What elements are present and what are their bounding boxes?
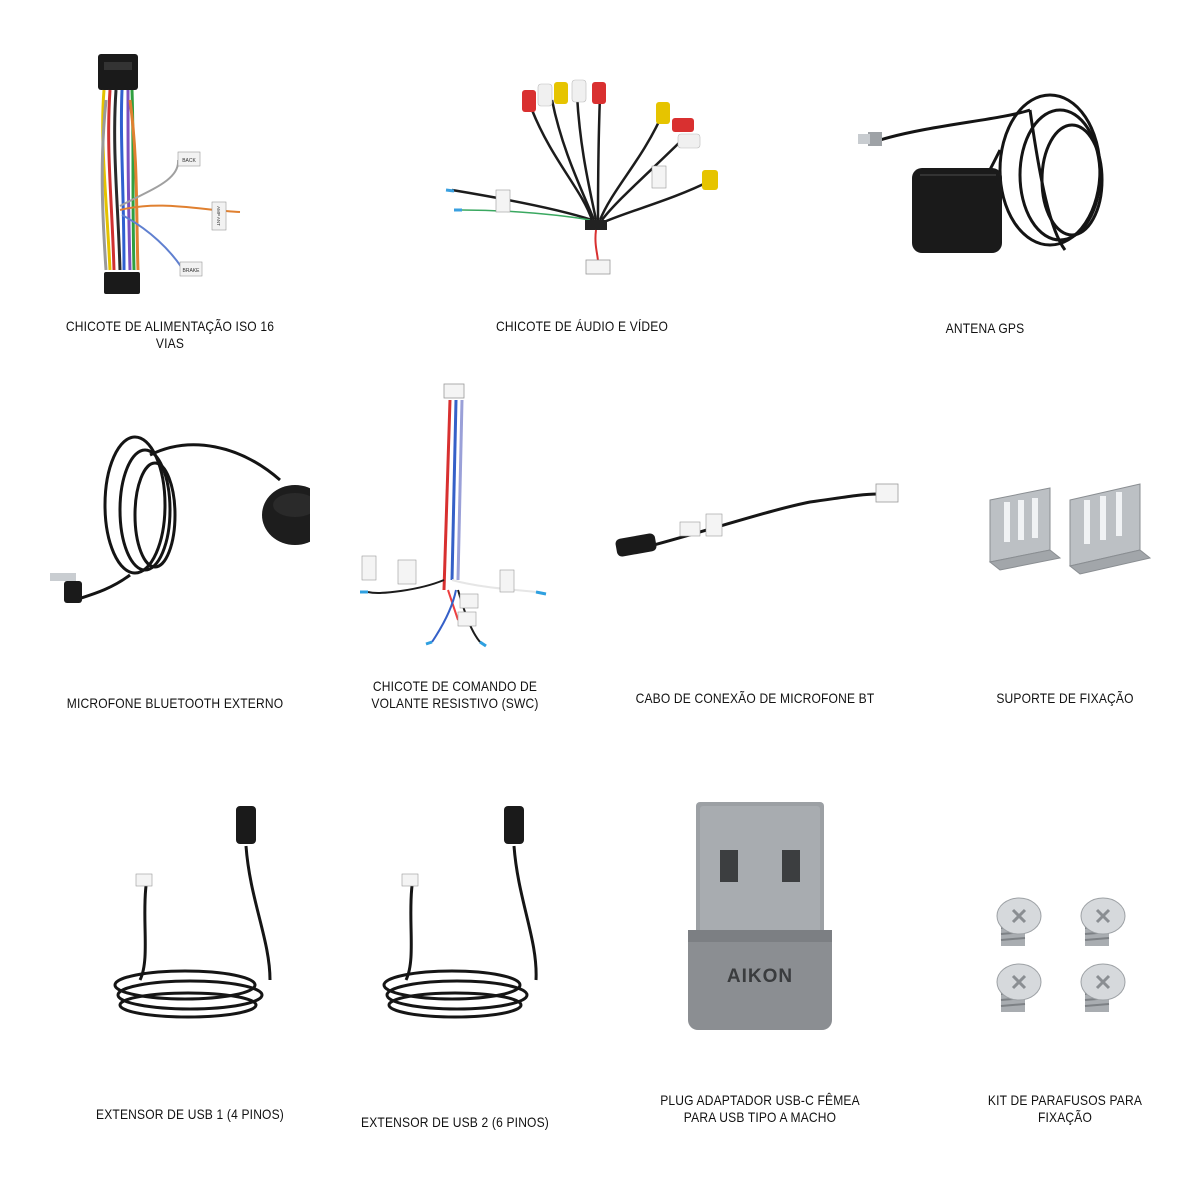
usb-extension-icon (113, 806, 272, 1019)
mic-cable-icon (615, 483, 899, 557)
item-usb-ext-1: EXTENSOR DE USB 1 (4 PINOS) (70, 800, 310, 1130)
item-screw-kit: KIT DE PARAFUSOS PARA FIXAÇÃO (955, 880, 1175, 1130)
microphone-icon (50, 435, 310, 603)
item-av-harness: CHICOTE DE ÁUDIO E VÍDEO (432, 70, 732, 340)
gps-antenna-icon (858, 93, 1104, 253)
item-bracket: SUPORTE DE FIXAÇÃO (960, 470, 1170, 720)
item-iso-harness: BACK AMP ANT BRAKE CHICOTE DE ALIMENTAÇÃ… (40, 40, 300, 351)
bracket-icon (988, 483, 1152, 575)
brand-logo: AIKON (727, 966, 793, 987)
label-usbc-adapter: PLUG ADAPTADOR USB-C FÊMEA PARA USB TIPO… (660, 1092, 860, 1125)
label-iso-harness: CHICOTE DE ALIMENTAÇÃO ISO 16 VIAS (65, 318, 275, 351)
label-screw-kit: KIT DE PARAFUSOS PARA FIXAÇÃO (987, 1092, 1143, 1125)
label-bt-mic: MICROFONE BLUETOOTH EXTERNO (66, 695, 284, 711)
item-swc-harness: CHICOTE DE COMANDO DE VOLANTE RESISTIVO … (340, 380, 570, 720)
item-gps-antenna: ANTENA GPS (850, 80, 1120, 350)
usb-adapter-icon: AIKON (688, 802, 832, 1030)
label-av-harness: CHICOTE DE ÁUDIO E VÍDEO (495, 318, 669, 334)
item-bt-mic: MICROFONE BLUETOOTH EXTERNO (40, 425, 310, 725)
usb-extension-icon (382, 806, 538, 1019)
label-mic-cable: CABO DE CONEXÃO DE MICROFONE BT (635, 690, 875, 706)
label-bracket: SUPORTE DE FIXAÇÃO (996, 690, 1134, 706)
iso-tag-amp: AMP ANT (216, 206, 221, 226)
label-usb-ext-2: EXTENSOR DE USB 2 (6 PINOS) (361, 1114, 549, 1130)
label-swc-harness: CHICOTE DE COMANDO DE VOLANTE RESISTIVO … (371, 678, 539, 711)
label-usb-ext-1: EXTENSOR DE USB 1 (4 PINOS) (96, 1106, 284, 1122)
rca-harness-icon (445, 79, 718, 275)
iso-tag-back: BACK (182, 158, 196, 164)
iso-harness-icon: BACK AMP ANT BRAKE (98, 54, 241, 294)
iso-tag-brake: BRAKE (183, 268, 201, 274)
item-usb-ext-2: EXTENSOR DE USB 2 (6 PINOS) (340, 800, 570, 1130)
item-mic-cable: CABO DE CONEXÃO DE MICROFONE BT (610, 470, 900, 720)
swc-harness-icon (360, 383, 547, 648)
screw-icon (995, 896, 1127, 1014)
label-gps-antenna: ANTENA GPS (945, 320, 1025, 336)
item-usbc-adapter: AIKON PLUG ADAPTADOR USB-C FÊMEA PARA US… (640, 800, 880, 1140)
